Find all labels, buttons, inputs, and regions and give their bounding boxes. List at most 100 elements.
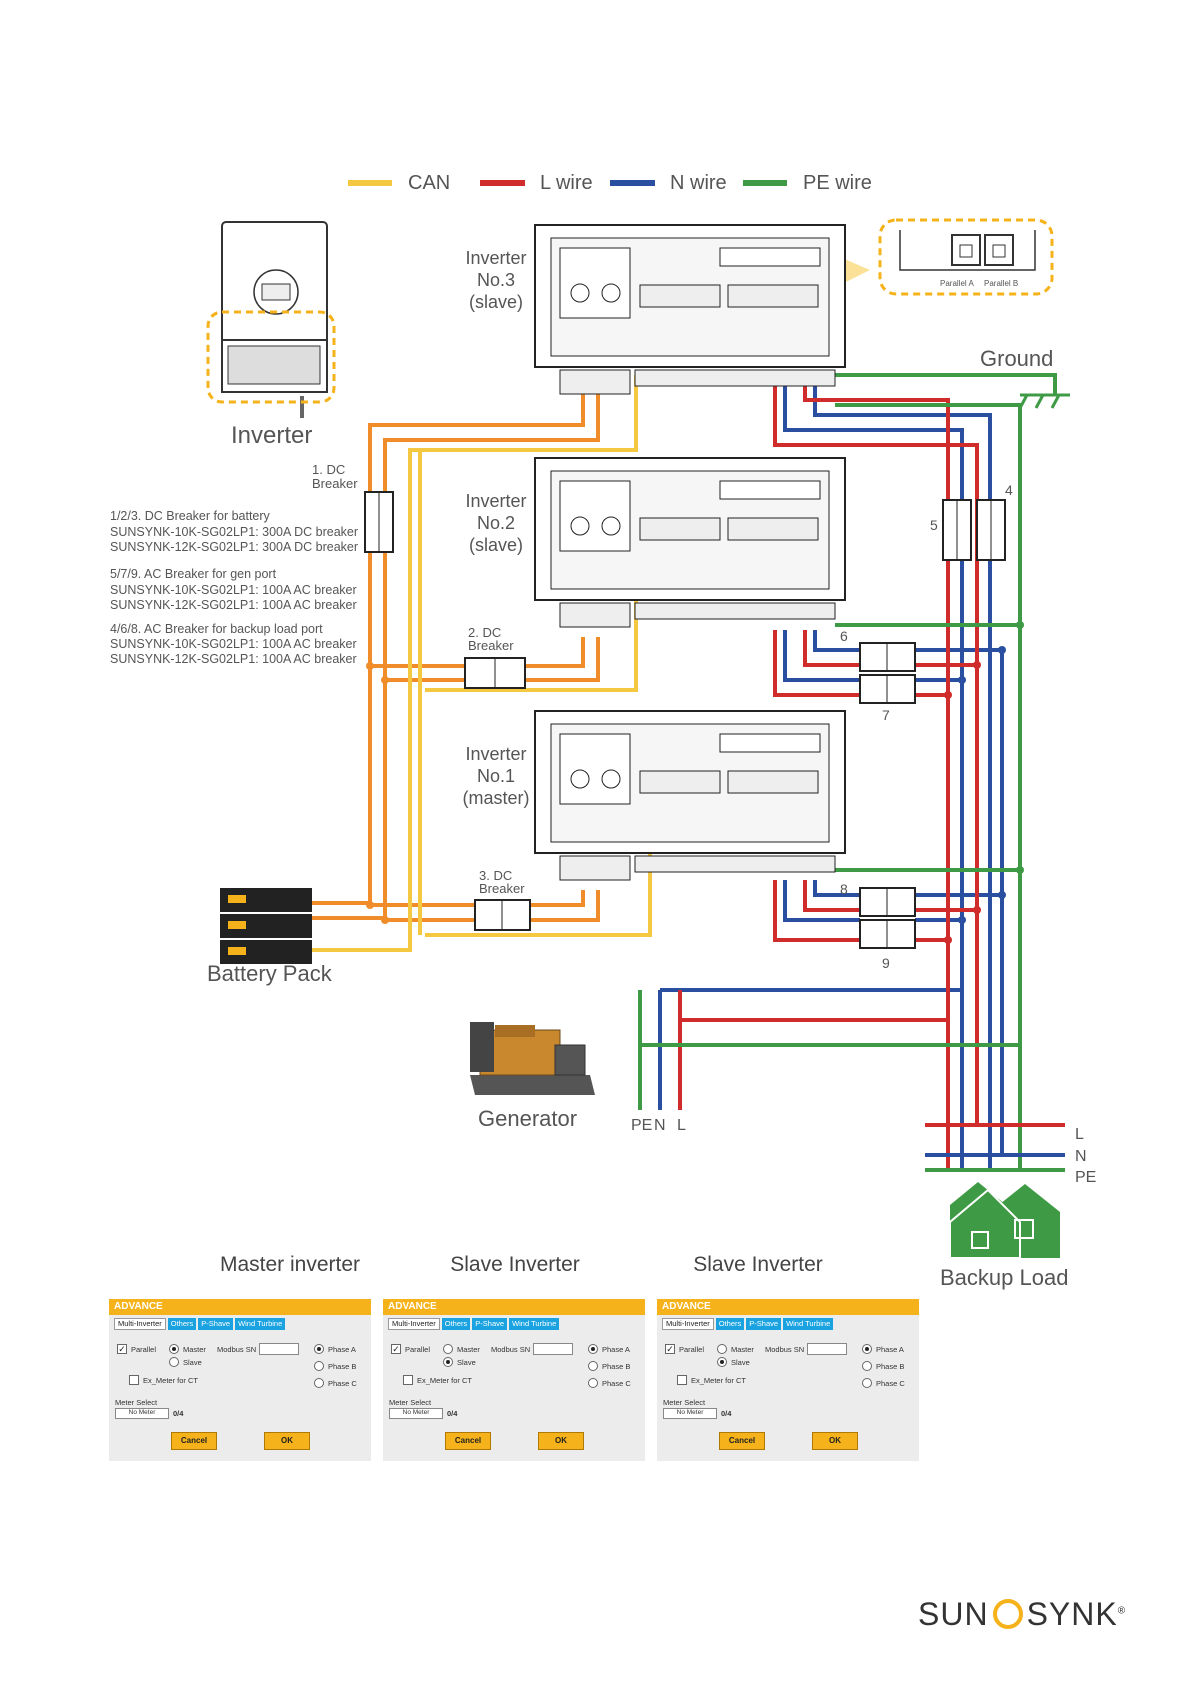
inverter-illustration: [206, 221, 336, 418]
phase-c-radio[interactable]: [588, 1378, 598, 1388]
ok-button[interactable]: OK: [264, 1432, 310, 1450]
slave-label: Slave: [457, 1358, 476, 1367]
tab-wind-turbine[interactable]: Wind Turbine: [235, 1318, 286, 1330]
tab-others[interactable]: Others: [167, 1318, 197, 1330]
phase-a-radio[interactable]: [588, 1344, 598, 1354]
slave-label: Slave: [183, 1358, 202, 1367]
modbus-sn-input[interactable]: [533, 1343, 573, 1355]
panel-title-master: Master inverter: [219, 1253, 361, 1276]
svg-text:No.2: No.2: [477, 513, 515, 533]
inverter-1-label: Inverter No.1 (master): [463, 744, 530, 808]
dc-breaker-1-label-2: Breaker: [312, 476, 358, 491]
parallel-b-label: Parallel B: [984, 279, 1018, 288]
dc-breaker-1: [364, 491, 394, 553]
breaker-number-4: 4: [1005, 482, 1013, 498]
parallel-a-label: Parallel A: [940, 279, 974, 288]
svg-text:No.3: No.3: [477, 270, 515, 290]
logo-text-sun: SUN: [918, 1596, 989, 1632]
tab-multi-inverter[interactable]: Multi-Inverter: [388, 1318, 440, 1330]
panel-header: ADVANCE: [383, 1299, 645, 1315]
master-radio[interactable]: [443, 1344, 453, 1354]
meter-select-label: Meter Select: [115, 1398, 158, 1407]
tab-wind-turbine[interactable]: Wind Turbine: [509, 1318, 560, 1330]
dc-breaker-1-label-1: 1. DC: [312, 462, 345, 477]
panel-header: ADVANCE: [109, 1299, 371, 1315]
parallel-checkbox[interactable]: ✓: [391, 1344, 401, 1354]
load-pe-label: PE: [1075, 1169, 1096, 1186]
ex-meter-checkbox[interactable]: [129, 1375, 139, 1385]
inverter-2-label: Inverter No.2 (slave): [465, 491, 526, 555]
svg-text:SUNSYNK-10K-SG02LP1: 100A AC b: SUNSYNK-10K-SG02LP1: 100A AC breaker: [110, 583, 357, 597]
phase-b-radio[interactable]: [314, 1361, 324, 1371]
svg-text:4/6/8. AC Breaker for backup l: 4/6/8. AC Breaker for backup load port: [110, 622, 323, 636]
tab-p-shave[interactable]: P-Shave: [472, 1318, 508, 1330]
phase-b-radio[interactable]: [588, 1361, 598, 1371]
dc-breaker-3-label-2: Breaker: [479, 881, 525, 896]
svg-text:SUNSYNK-12K-SG02LP1: 300A DC b: SUNSYNK-12K-SG02LP1: 300A DC breaker: [110, 540, 358, 554]
ac-breaker-8: [859, 887, 916, 917]
battery-pack-label: Battery Pack: [207, 961, 333, 986]
phase-c-radio[interactable]: [314, 1378, 324, 1388]
inverter-unit-1: [534, 710, 846, 881]
tab-p-shave[interactable]: P-Shave: [198, 1318, 234, 1330]
dc-breaker-2: [464, 657, 526, 689]
parallel-label: Parallel: [405, 1345, 431, 1354]
load-l-label: L: [1075, 1126, 1084, 1143]
logo-registered: ®: [1117, 1605, 1127, 1617]
breaker-number-5: 5: [930, 517, 938, 533]
battery-pack-illustration: [220, 888, 312, 964]
master-label: Master: [731, 1345, 754, 1354]
ex-meter-checkbox[interactable]: [403, 1375, 413, 1385]
meter-select-dropdown[interactable]: No Meter: [389, 1408, 443, 1419]
house-icon: [949, 1182, 1060, 1259]
svg-text:SUNSYNK-10K-SG02LP1: 300A DC b: SUNSYNK-10K-SG02LP1: 300A DC breaker: [110, 525, 358, 539]
breaker-notes: 1/2/3. DC Breaker for battery SUNSYNK-10…: [110, 509, 358, 666]
tab-multi-inverter[interactable]: Multi-Inverter: [114, 1318, 166, 1330]
cancel-button[interactable]: Cancel: [171, 1432, 217, 1450]
modbus-sn-input[interactable]: [807, 1343, 847, 1355]
ac-breaker-4: [976, 499, 1006, 561]
ok-button[interactable]: OK: [538, 1432, 584, 1450]
ac-breaker-7: [859, 674, 916, 704]
meter-count: 0/4: [173, 1409, 184, 1418]
legend-label-can: CAN: [408, 172, 450, 194]
tab-multi-inverter[interactable]: Multi-Inverter: [662, 1318, 714, 1330]
tab-wind-turbine[interactable]: Wind Turbine: [783, 1318, 834, 1330]
cancel-button[interactable]: Cancel: [445, 1432, 491, 1450]
panel-title-slave-2: Slave Inverter: [693, 1253, 823, 1276]
phase-a-radio[interactable]: [862, 1344, 872, 1354]
phase-b-label: Phase B: [876, 1362, 905, 1371]
modbus-sn-input[interactable]: [259, 1343, 299, 1355]
meter-select-dropdown[interactable]: No Meter: [115, 1408, 169, 1419]
phase-c-radio[interactable]: [862, 1378, 872, 1388]
ac-breaker-9: [859, 919, 916, 949]
phase-b-radio[interactable]: [862, 1361, 872, 1371]
slave-radio[interactable]: [717, 1357, 727, 1367]
parallel-checkbox[interactable]: ✓: [665, 1344, 675, 1354]
modbus-sn-label: Modbus SN: [491, 1345, 531, 1354]
ok-button[interactable]: OK: [812, 1432, 858, 1450]
svg-text:Inverter: Inverter: [465, 491, 526, 511]
tab-p-shave[interactable]: P-Shave: [746, 1318, 782, 1330]
svg-text:(slave): (slave): [469, 535, 523, 555]
master-radio[interactable]: [717, 1344, 727, 1354]
phase-a-label: Phase A: [328, 1345, 356, 1354]
slave-radio[interactable]: [443, 1357, 453, 1367]
master-radio[interactable]: [169, 1344, 179, 1354]
modbus-sn-label: Modbus SN: [217, 1345, 257, 1354]
phase-c-label: Phase C: [876, 1379, 905, 1388]
meter-select-label: Meter Select: [389, 1398, 432, 1407]
generator-l-label: L: [677, 1117, 686, 1134]
cancel-button[interactable]: Cancel: [719, 1432, 765, 1450]
phase-c-label: Phase C: [602, 1379, 631, 1388]
meter-select-dropdown[interactable]: No Meter: [663, 1408, 717, 1419]
tab-others[interactable]: Others: [441, 1318, 471, 1330]
parallel-checkbox[interactable]: ✓: [117, 1344, 127, 1354]
meter-count: 0/4: [447, 1409, 458, 1418]
ex-meter-checkbox[interactable]: [677, 1375, 687, 1385]
slave-radio[interactable]: [169, 1357, 179, 1367]
phase-a-radio[interactable]: [314, 1344, 324, 1354]
tab-others[interactable]: Others: [715, 1318, 745, 1330]
